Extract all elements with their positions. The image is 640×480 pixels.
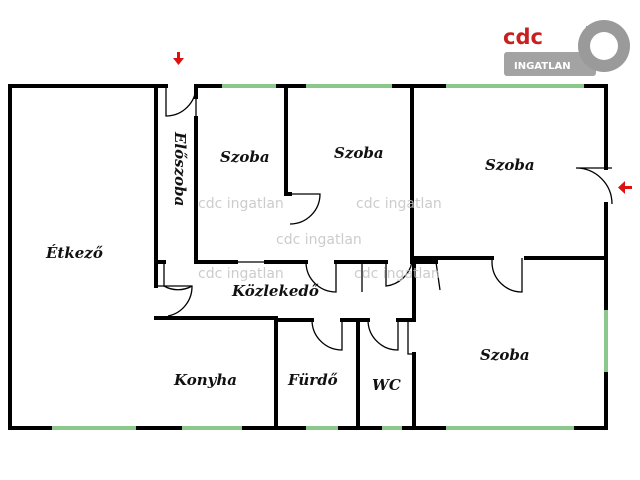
room-labels: Étkező Előszoba Szoba Szoba Szoba Szoba … — [45, 131, 535, 394]
room-label-szoba-1: Szoba — [220, 148, 270, 166]
arrow-left-icon — [618, 181, 632, 194]
room-label-furdo: Fürdő — [287, 371, 338, 389]
room-label-szoba-4: Szoba — [480, 346, 530, 364]
room-label-szoba-3: Szoba — [485, 156, 535, 174]
logo: cdc INGATLAN — [503, 20, 630, 76]
doors — [156, 85, 613, 355]
watermark: cdc ingatlan — [198, 196, 284, 212]
arrow-down-icon — [173, 52, 184, 65]
door-wc — [367, 319, 414, 355]
door-room — [491, 258, 523, 293]
room-label-szoba-2: Szoba — [334, 144, 384, 162]
watermark: cdc ingatlan — [354, 266, 440, 282]
door-room — [289, 193, 321, 225]
door-room — [305, 261, 363, 293]
door-entrance-right — [575, 167, 613, 205]
key-icon — [504, 20, 630, 76]
watermark: cdc ingatlan — [356, 196, 442, 212]
room-label-kozlekedo: Közlekedő — [231, 282, 319, 300]
logo-brand: cdc — [503, 25, 543, 49]
room-label-konyha: Konyha — [173, 371, 237, 389]
room-label-wc: WC — [372, 376, 401, 394]
watermarks: cdc ingatlan cdc ingatlan cdc ingatlan c… — [198, 196, 442, 282]
door-room — [385, 261, 441, 291]
room-label-etkezo: Étkező — [45, 244, 103, 262]
door-kitchen — [156, 285, 193, 317]
room-label-eloszoba: Előszoba — [171, 131, 189, 206]
door-bathroom — [311, 319, 343, 351]
door-entrance — [165, 85, 197, 117]
logo-subtitle: INGATLAN — [514, 61, 571, 72]
windows — [52, 84, 608, 430]
watermark: cdc ingatlan — [276, 232, 362, 248]
watermark: cdc ingatlan — [198, 266, 284, 282]
